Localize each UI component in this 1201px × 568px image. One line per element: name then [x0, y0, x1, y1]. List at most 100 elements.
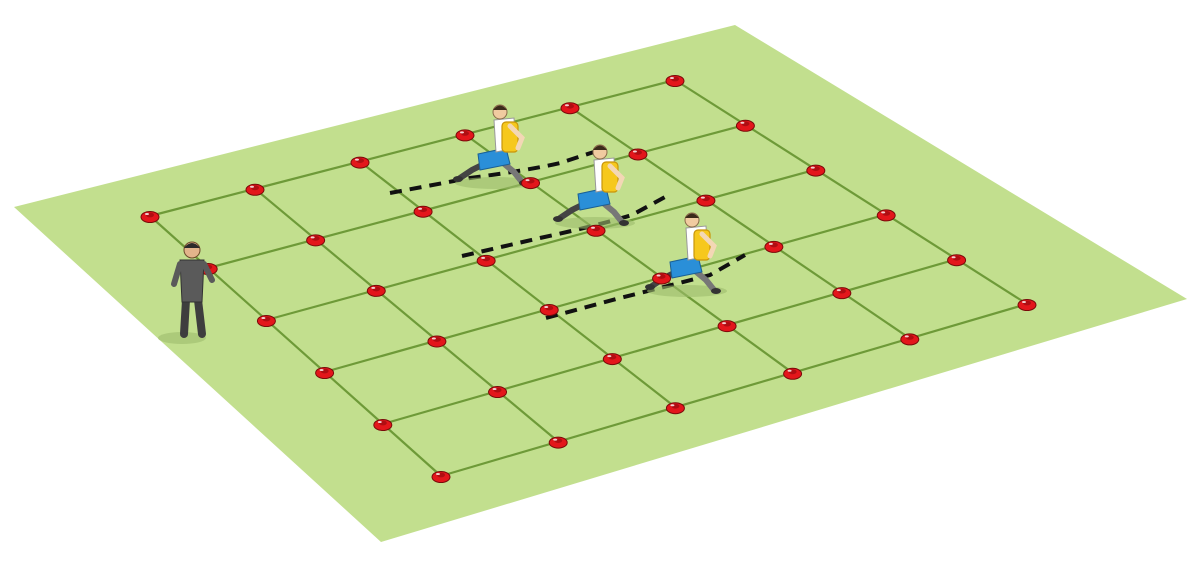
cone-marker	[717, 320, 737, 333]
player-with-tackle-pad	[453, 104, 535, 189]
cone-marker	[652, 272, 672, 285]
cone-highlight	[951, 256, 956, 259]
coach-figure	[158, 241, 215, 344]
coach-hair	[184, 243, 200, 248]
cone-marker	[783, 367, 803, 380]
grid-lines	[149, 78, 1028, 478]
cone-highlight	[904, 335, 909, 338]
coach-standing	[158, 241, 215, 344]
cone-marker	[1017, 299, 1037, 311]
coach-torso	[179, 259, 205, 303]
cone-marker	[521, 177, 541, 190]
cone-highlight	[460, 131, 464, 134]
player-hair	[685, 213, 699, 218]
grid-line	[324, 213, 887, 374]
cone-highlight	[553, 438, 558, 441]
grid-line	[569, 106, 911, 340]
cone-marker	[366, 284, 386, 297]
cone-marker	[560, 102, 580, 115]
cone-highlight	[377, 421, 382, 423]
cone-highlight	[836, 289, 841, 292]
cone-highlight	[700, 196, 705, 199]
coach-legs	[180, 296, 206, 338]
cone-highlight	[740, 121, 745, 124]
cone-highlight	[787, 369, 792, 372]
player-shadow	[455, 177, 535, 189]
cone-highlight	[145, 213, 149, 215]
cones	[140, 75, 1037, 483]
cone-marker	[245, 183, 265, 196]
grid-line	[674, 79, 1028, 305]
grid-line	[149, 215, 442, 477]
player-hair	[493, 105, 507, 110]
grid-line	[149, 78, 676, 218]
player-arm	[507, 123, 525, 151]
cone-marker	[315, 367, 335, 379]
player-boot	[645, 284, 655, 290]
player-arm	[607, 163, 625, 191]
cone-highlight	[656, 274, 661, 277]
cone-marker	[876, 209, 896, 222]
player-boot	[553, 216, 563, 222]
grid-line	[464, 133, 794, 374]
cone-marker	[548, 436, 568, 449]
coach-arms	[171, 261, 215, 287]
cone-highlight	[632, 150, 637, 153]
cone-highlight	[670, 77, 674, 79]
cone-marker	[665, 75, 685, 87]
player-with-tackle-pad	[645, 212, 727, 297]
cone-marker	[488, 386, 508, 399]
player-with-tackle-pad	[553, 144, 635, 229]
player-shadow	[555, 217, 635, 229]
cone-highlight	[1022, 301, 1026, 303]
run-paths	[389, 148, 746, 320]
cone-highlight	[670, 404, 675, 407]
cone-marker	[476, 254, 496, 267]
cone-marker	[900, 333, 920, 346]
cone-marker	[539, 303, 559, 316]
cone-marker	[427, 335, 447, 348]
cone-highlight	[591, 226, 596, 229]
cone-highlight	[607, 355, 612, 358]
cone-marker	[140, 211, 160, 223]
cone-marker	[832, 287, 852, 300]
cone-highlight	[722, 322, 727, 325]
player-leg	[599, 199, 625, 225]
run-path-dashed-line	[389, 148, 601, 195]
grid-line	[382, 258, 957, 426]
grid-line	[266, 168, 817, 322]
player-boot	[453, 176, 463, 182]
cone-highlight	[319, 369, 324, 371]
cone-highlight	[310, 236, 315, 239]
run-path-dashed-line	[545, 253, 746, 320]
cone-marker	[947, 254, 967, 267]
cone-highlight	[418, 207, 423, 210]
cone-highlight	[810, 166, 815, 169]
player-boot	[619, 220, 629, 226]
player-arm	[699, 231, 717, 259]
cone-highlight	[261, 317, 266, 319]
grid-line	[254, 187, 559, 443]
cone-marker	[696, 194, 716, 207]
cone-marker	[256, 315, 276, 327]
player-leg	[691, 267, 717, 293]
cone-marker	[306, 234, 326, 247]
pitch-area	[14, 25, 1187, 542]
cone-marker	[735, 119, 755, 132]
grid-line	[440, 302, 1028, 478]
cone-marker	[602, 353, 622, 366]
cone-highlight	[250, 185, 254, 188]
cone-marker	[586, 224, 606, 237]
cone-marker	[665, 402, 685, 415]
grid-line	[359, 160, 677, 409]
cone-marker	[455, 129, 475, 142]
cone-highlight	[436, 473, 440, 475]
run-path-dashed-line	[461, 195, 666, 258]
grid-line	[207, 123, 746, 270]
player-boot	[711, 288, 721, 294]
cone-highlight	[881, 211, 886, 214]
cone-marker	[413, 205, 433, 218]
cone-highlight	[544, 305, 549, 308]
